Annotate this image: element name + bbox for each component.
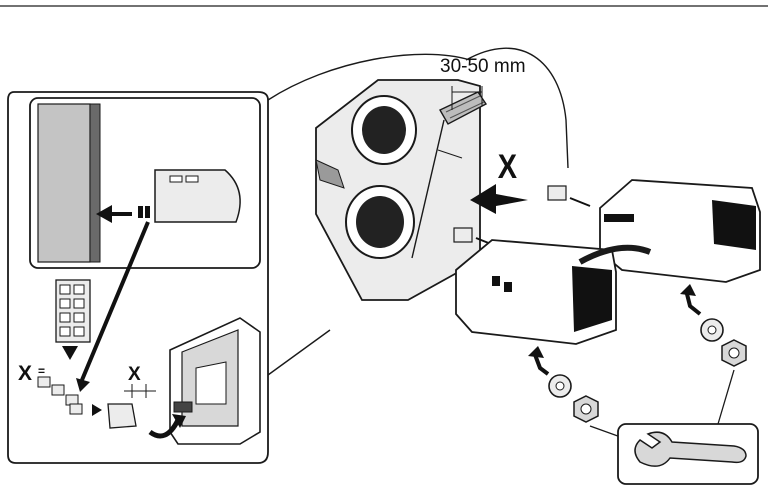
wall-section: [37, 103, 91, 263]
unit-front-port: [492, 276, 500, 286]
threaded-rod: [439, 91, 488, 125]
grid-cell: [59, 312, 71, 323]
grid-cell: [73, 312, 85, 323]
spacer-left-block: [453, 227, 473, 243]
spacer-block-a: [138, 206, 143, 218]
x-legend-label: X: [18, 362, 33, 385]
pointer-line: [80, 221, 150, 381]
grid-cell: [73, 326, 85, 337]
spacer-top-arrow: [569, 197, 591, 207]
spacer-block-b: [145, 206, 150, 218]
grid-cell: [59, 326, 71, 337]
spacer-top-block: [547, 185, 567, 201]
washer-hole: [707, 325, 717, 335]
wall-stud: [315, 159, 345, 189]
wrench-icon: [634, 431, 747, 467]
hardware-front: [528, 346, 599, 423]
zoom-line-bottom: [267, 329, 331, 376]
hardware-back: [680, 284, 747, 367]
bolt-arrow-front: [532, 351, 550, 376]
x-ref-line: [437, 149, 463, 159]
bracket-window: [195, 361, 227, 405]
dimension-label: 30-50 mm: [440, 56, 526, 77]
curved-arrow: [148, 418, 181, 439]
small-spacer: [51, 384, 65, 396]
duct-hole-top-inner: [362, 106, 406, 154]
unit-back-vent: [604, 214, 634, 222]
grid-down-arrow: [62, 346, 78, 360]
grid-cell: [73, 284, 85, 295]
washer-hole: [555, 381, 565, 391]
rod-cable: [411, 119, 445, 259]
x-distance-label: X: [497, 148, 517, 186]
spacer-clip: [107, 403, 137, 429]
unit-back: [599, 179, 761, 283]
unit-slot-a: [169, 175, 183, 183]
unit-back-panel: [712, 200, 756, 250]
unit-front-port: [504, 282, 512, 292]
unit-front: [455, 239, 652, 345]
assembly-guide-curve: [465, 47, 569, 169]
small-spacer-arrow: [92, 404, 102, 416]
connecting-cable: [578, 244, 652, 265]
unit-front-panel: [572, 266, 612, 332]
wall-edge: [89, 103, 101, 263]
bolt-arrowhead-back: [680, 284, 696, 296]
bolt-arrow-back: [684, 289, 702, 316]
zoom-line-top: [267, 53, 471, 101]
rod-thread: [449, 101, 485, 119]
x-inset-label: X: [128, 364, 141, 385]
grid-cell: [59, 284, 71, 295]
bracket-slot: [173, 401, 193, 413]
mount-arrow: [470, 184, 528, 214]
x-legend-equals: =: [38, 364, 46, 378]
push-arrow-left: [96, 205, 132, 223]
unit-side-view: [154, 169, 241, 223]
nut-hole: [580, 403, 592, 415]
detail-inset: [7, 53, 471, 464]
wall-plate: [315, 79, 488, 301]
unit-slot-b: [185, 175, 199, 183]
grid-cell: [73, 298, 85, 309]
curved-arrowhead: [172, 414, 186, 428]
small-spacer: [37, 376, 51, 388]
pointer-arrowhead: [76, 378, 90, 392]
wrench-guide-line: [717, 369, 735, 425]
wrench-panel: [589, 369, 759, 485]
nut-hole: [728, 347, 740, 359]
small-spacer: [69, 403, 83, 415]
bolt-arrowhead-front: [528, 346, 544, 358]
grid-cell: [59, 298, 71, 309]
duct-hole-bottom-inner: [356, 196, 404, 248]
spacer-top: [547, 185, 591, 207]
